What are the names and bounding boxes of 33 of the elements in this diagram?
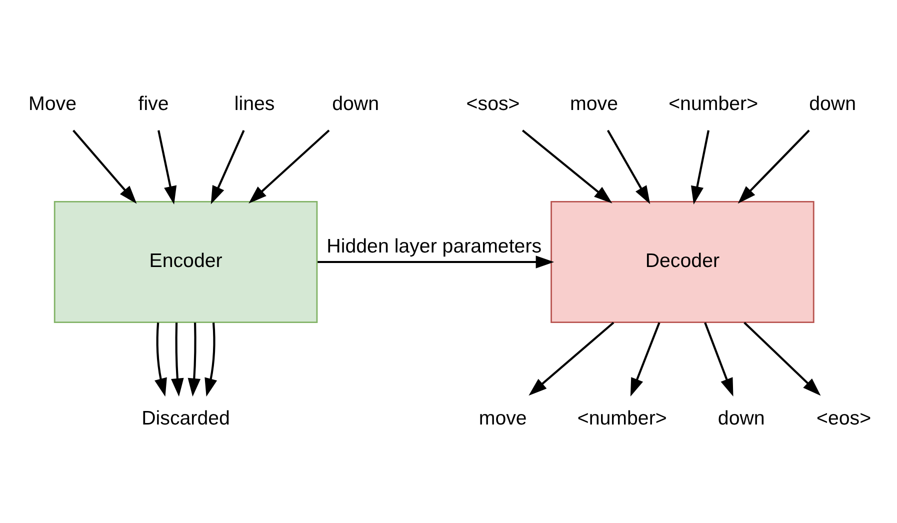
arrow xyxy=(210,129,245,204)
arrow xyxy=(528,321,614,396)
arrow xyxy=(522,129,612,203)
arrow xyxy=(171,322,184,396)
node-text: <number> xyxy=(577,406,667,429)
arrow xyxy=(188,322,201,396)
arrow xyxy=(248,129,330,204)
node-text: lines xyxy=(234,92,275,115)
node-text: down xyxy=(332,92,380,115)
arrow xyxy=(606,129,650,204)
node-box: Encoder xyxy=(54,200,318,323)
node-text: five xyxy=(138,92,169,115)
node-text: Discarded xyxy=(142,406,230,429)
arrow xyxy=(738,129,810,204)
node-text: <sos> xyxy=(466,92,520,115)
arrow xyxy=(744,321,821,396)
node-text: Move xyxy=(28,92,77,115)
node-box: Decoder xyxy=(550,200,814,323)
arrow xyxy=(154,322,167,396)
arrow xyxy=(158,130,177,204)
arrow xyxy=(318,255,554,268)
arrow xyxy=(72,129,137,204)
edge-label: Hidden layer parameters xyxy=(326,234,542,257)
arrow xyxy=(630,322,660,396)
arrow xyxy=(204,322,218,396)
node-text: move xyxy=(570,92,618,115)
node-text: <eos> xyxy=(816,406,872,429)
node-text: down xyxy=(809,92,856,115)
node-text: move xyxy=(478,406,527,429)
node-text: down xyxy=(718,406,765,429)
arrow xyxy=(690,130,710,204)
arrow xyxy=(704,322,734,396)
node-text: <number> xyxy=(668,92,758,115)
